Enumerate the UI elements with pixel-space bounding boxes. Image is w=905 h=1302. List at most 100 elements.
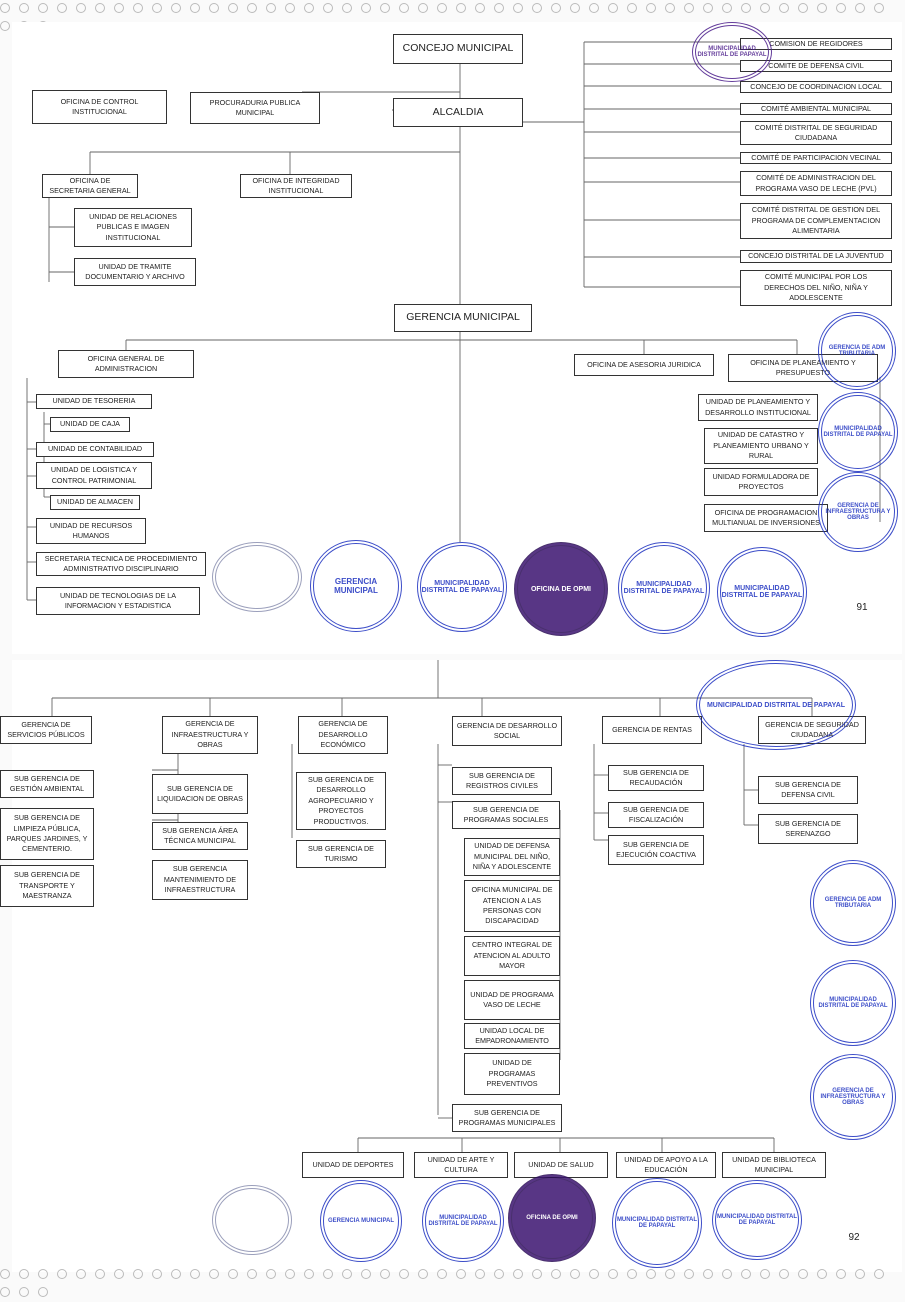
infra-sub-0: SUB GERENCIA DE LIQUIDACION DE OBRAS [152, 774, 248, 814]
admin-unit-2: UNIDAD DE CONTABILIDAD [36, 442, 154, 457]
social-unit-2: CENTRO INTEGRAL DE ATENCION AL ADULTO MA… [464, 936, 560, 976]
social-sub-1: SUB GERENCIA DE PROGRAMAS SOCIALES [452, 801, 560, 829]
gerencia-servicios: GERENCIA DE SERVICIOS PÚBLICOS [0, 716, 92, 744]
page-number: 91 [856, 602, 868, 613]
seguridad-sub-0: SUB GERENCIA DE DEFENSA CIVIL [758, 776, 858, 804]
social-sub-0: SUB GERENCIA DE REGISTROS CIVILES [452, 767, 552, 795]
stamp-distrital-7: MUNICIPALIDAD DISTRITAL DE PAPAYAL [712, 1180, 802, 1260]
control-institucional: OFICINA DE CONTROL INSTITUCIONAL [32, 90, 167, 124]
binder-ring [285, 3, 295, 13]
binder-ring [855, 1269, 865, 1279]
admin-unit-1: UNIDAD DE CAJA [50, 417, 130, 432]
tramite-documentario: UNIDAD DE TRAMITE DOCUMENTARIO Y ARCHIVO [74, 258, 196, 286]
binder-ring [665, 1269, 675, 1279]
binder-ring [247, 1269, 257, 1279]
binder-ring [38, 1269, 48, 1279]
binder-ring [133, 1269, 143, 1279]
infra-sub-1: SUB GERENCIA ÁREA TÉCNICA MUNICIPAL [152, 822, 248, 850]
binder-ring [95, 3, 105, 13]
binder-ring [266, 3, 276, 13]
binder-ring [589, 3, 599, 13]
infra-sub-2: SUB GERENCIA MANTENIMIENTO DE INFRAESTRU… [152, 860, 248, 900]
binder-ring [684, 1269, 694, 1279]
gerencia-municipal: GERENCIA MUNICIPAL [394, 304, 532, 332]
signature-stamp-2 [212, 1185, 292, 1255]
binder-ring [646, 1269, 656, 1279]
gerencia-social: GERENCIA DE DESARROLLO SOCIAL [452, 716, 562, 746]
binder-ring [19, 1269, 29, 1279]
stamp-gerencia-municipal-2: GERENCIA MUNICIPAL [320, 1180, 402, 1262]
binder-ring [874, 3, 884, 13]
social-unit-5: UNIDAD DE PROGRAMAS PREVENTIVOS [464, 1053, 560, 1095]
binder-ring [95, 1269, 105, 1279]
servicios-sub-0: SUB GERENCIA DE GESTIÓN AMBIENTAL [0, 770, 94, 798]
stamp-infraestructura: GERENCIA DE INFRAESTRUCTURA Y OBRAS [818, 472, 898, 552]
stamp-infraestructura-2: GERENCIA DE INFRAESTRUCTURA Y OBRAS [810, 1054, 896, 1140]
binder-ring [608, 3, 618, 13]
plan-unit-3: OFICINA DE PROGRAMACION MULTIANUAL DE IN… [704, 504, 828, 532]
committee-5: COMITÉ DE PARTICIPACION VECINAL [740, 152, 892, 164]
admin-unit-3: UNIDAD DE LOGISTICA Y CONTROL PATRIMONIA… [36, 462, 152, 489]
binder-ring [38, 3, 48, 13]
binder-ring [665, 3, 675, 13]
committee-0: COMISION DE REGIDORES [740, 38, 892, 50]
stamp-distrital-3: MUNICIPALIDAD DISTRITAL DE PAPAYAL [717, 547, 807, 637]
binder-ring [551, 3, 561, 13]
committee-2: CONCEJO DE COORDINACION LOCAL [740, 81, 892, 93]
binder-ring [266, 1269, 276, 1279]
binder-ring [703, 3, 713, 13]
social-unit-3: UNIDAD DE PROGRAMA VASO DE LECHE [464, 980, 560, 1020]
committee-7: COMITÉ DISTRITAL DE GESTION DEL PROGRAMA… [740, 203, 892, 239]
gerencia-infraestructura: GERENCIA DE INFRAESTRUCTURA Y OBRAS [162, 716, 258, 754]
binder-ring [228, 1269, 238, 1279]
binder-ring [627, 3, 637, 13]
binder-ring [817, 3, 827, 13]
binder-ring [570, 1269, 580, 1279]
binder-ring [437, 1269, 447, 1279]
economico-sub-0: SUB GERENCIA DE DESARROLLO AGROPECUARIO … [296, 772, 386, 830]
stamp-top-right: MUNICIPALIDAD DISTRITAL DE PAPAYAL [692, 22, 772, 82]
binder-ring [228, 3, 238, 13]
page-number-2: 92 [848, 1232, 860, 1243]
rentas-sub-1: SUB GERENCIA DE FISCALIZACIÓN [608, 802, 704, 828]
stamp-distrital-5: MUNICIPALIDAD DISTRITAL DE PAPAYAL [422, 1180, 504, 1262]
social-unit-4: UNIDAD LOCAL DE EMPADRONAMIENTO [464, 1023, 560, 1049]
binder-ring [114, 3, 124, 13]
social-unit-1: OFICINA MUNICIPAL DE ATENCION A LAS PERS… [464, 880, 560, 932]
binder-ring [646, 3, 656, 13]
binder-ring [380, 1269, 390, 1279]
binder-ring [399, 1269, 409, 1279]
binder-ring [437, 3, 447, 13]
binder-ring [114, 1269, 124, 1279]
stamp-opmi: OFICINA DE OPMI [514, 542, 608, 636]
binder-ring [760, 1269, 770, 1279]
programa-unit-4: UNIDAD DE BIBLIOTECA MUNICIPAL [722, 1152, 826, 1178]
stamp-distrital-side: MUNICIPALIDAD DISTRITAL DE PAPAYAL [818, 392, 898, 472]
admin-unit-6: SECRETARIA TECNICA DE PROCEDIMIENTO ADMI… [36, 552, 206, 576]
admin-unit-5: UNIDAD DE RECURSOS HUMANOS [36, 518, 146, 544]
binder-rings-top [0, 0, 905, 31]
stamp-distrital-6: MUNICIPALIDAD DISTRITAL DE PAPAYAL [612, 1178, 702, 1268]
social-unit-0: UNIDAD DE DEFENSA MUNICIPAL DEL NIÑO, NI… [464, 838, 560, 876]
binder-ring [532, 1269, 542, 1279]
binder-ring [19, 1287, 29, 1297]
binder-ring [532, 3, 542, 13]
plan-unit-0: UNIDAD DE PLANEAMIENTO Y DESARROLLO INST… [698, 394, 818, 421]
binder-ring [0, 1269, 10, 1279]
binder-ring [399, 3, 409, 13]
admin-unit-7: UNIDAD DE TECNOLOGIAS DE LA INFORMACION … [36, 587, 200, 615]
stamp-distrital-1: MUNICIPALIDAD DISTRITAL DE PAPAYAL [417, 542, 507, 632]
binder-ring [361, 3, 371, 13]
admin-unit-0: UNIDAD DE TESORERIA [36, 394, 152, 409]
stamp-distrital-4: MUNICIPALIDAD DISTRITAL DE PAPAYAL [810, 960, 896, 1046]
binder-ring [57, 3, 67, 13]
committee-8: CONCEJO DISTRITAL DE LA JUVENTUD [740, 250, 892, 263]
binder-ring [722, 1269, 732, 1279]
binder-ring [608, 1269, 618, 1279]
org-chart-page-91: CONCEJO MUNICIPAL ALCALDIA OFICINA DE CO… [12, 22, 902, 654]
binder-ring [779, 1269, 789, 1279]
binder-ring [133, 3, 143, 13]
binder-ring [323, 1269, 333, 1279]
binder-ring [0, 1287, 10, 1297]
binder-ring [76, 3, 86, 13]
